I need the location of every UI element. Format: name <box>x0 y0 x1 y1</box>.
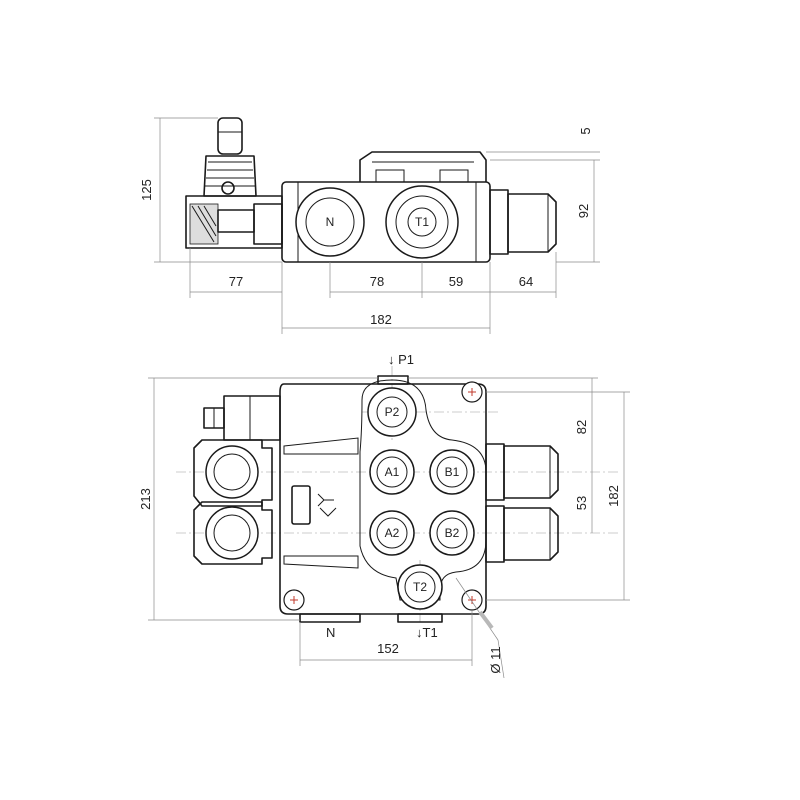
top-cover <box>359 151 487 182</box>
n-stub <box>299 613 361 623</box>
port-b1-label: B1 <box>445 465 460 479</box>
dim-152: 152 <box>377 641 399 656</box>
port-a2-label: A2 <box>385 526 400 540</box>
right-caps <box>485 443 559 563</box>
bolt-bottom-left <box>283 589 305 611</box>
port-t2: T2 <box>397 564 443 610</box>
dim-182-top: 182 <box>370 312 392 327</box>
label-n: N <box>326 625 335 640</box>
dim-77: 77 <box>229 274 243 289</box>
dim-213: 213 <box>138 488 153 510</box>
top-view: N T1 125 5 92 <box>139 117 600 334</box>
dim-59: 59 <box>449 274 463 289</box>
port-b2: B2 <box>429 510 475 556</box>
p1-stub <box>377 375 409 385</box>
dim-diameter-11: Ø 11 <box>488 646 503 673</box>
bolt-bottom-right <box>461 589 483 611</box>
dim-82: 82 <box>574 420 589 434</box>
t1-stub <box>397 613 443 623</box>
inner-contour <box>359 379 487 601</box>
left-cartridge <box>203 395 281 441</box>
bolt-top-right <box>461 381 483 403</box>
port-p2-label: P2 <box>385 405 400 419</box>
port-p2: P2 <box>367 387 417 437</box>
port-t1-top: T1 <box>385 185 459 259</box>
port-t2-label: T2 <box>413 580 427 594</box>
dim-92: 92 <box>576 204 591 218</box>
spool-symbol <box>291 485 337 525</box>
front-dimensions: 213 82 53 182 152 Ø 11 <box>138 377 630 679</box>
port-t1-label: T1 <box>415 215 429 229</box>
lever-handle <box>185 117 283 249</box>
dim-182-front: 182 <box>606 485 621 507</box>
left-fittings <box>193 439 273 565</box>
port-n-top: N <box>295 187 365 257</box>
dim-125: 125 <box>139 179 154 201</box>
port-n-label: N <box>326 215 335 229</box>
dim-5: 5 <box>578 127 593 134</box>
port-a1-label: A1 <box>385 465 400 479</box>
port-b2-label: B2 <box>445 526 460 540</box>
end-cap-top <box>489 189 557 255</box>
dim-53: 53 <box>574 496 589 510</box>
front-view: P2 A1 B1 A2 B2 T2 <box>138 352 630 679</box>
port-b1: B1 <box>429 449 475 495</box>
dim-64: 64 <box>519 274 533 289</box>
label-p1: ↓ P1 <box>388 352 414 367</box>
valve-body-front <box>279 383 487 615</box>
top-dimensions: 125 5 92 77 78 59 64 182 <box>139 117 600 334</box>
port-a2: A2 <box>369 510 415 556</box>
port-a1: A1 <box>369 449 415 495</box>
label-t1: ↓T1 <box>416 625 438 640</box>
dim-78: 78 <box>370 274 384 289</box>
